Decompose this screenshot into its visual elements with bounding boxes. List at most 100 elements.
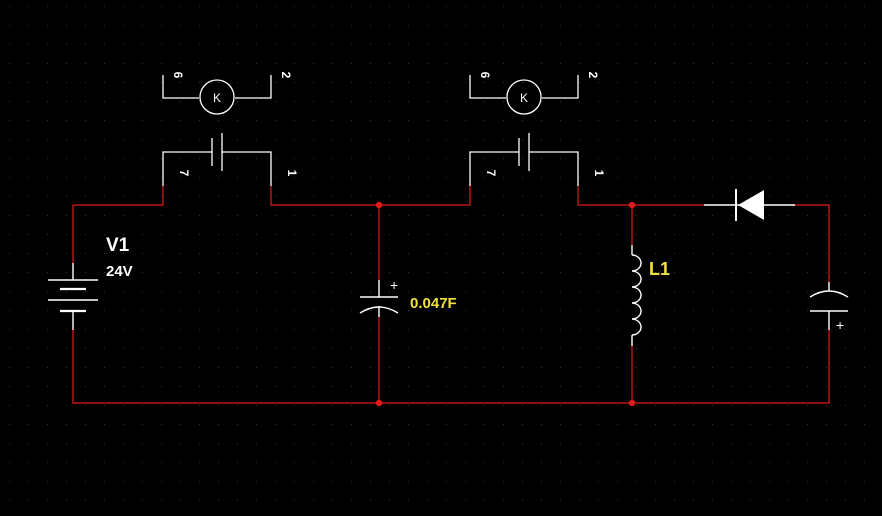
diode[interactable] xyxy=(704,189,795,221)
grid-dot xyxy=(826,405,827,406)
grid-dot xyxy=(617,101,618,102)
grid-dot xyxy=(427,177,428,178)
grid-dot xyxy=(85,462,86,463)
grid-dot xyxy=(123,386,124,387)
grid-dot xyxy=(47,386,48,387)
grid-dot xyxy=(66,500,67,501)
grid-dot xyxy=(142,44,143,45)
grid-dot xyxy=(845,139,846,140)
grid-dot xyxy=(712,253,713,254)
grid-dot xyxy=(28,443,29,444)
grid-dot xyxy=(864,215,865,216)
grid-dot xyxy=(598,63,599,64)
grid-dot xyxy=(636,82,637,83)
grid-dot xyxy=(693,291,694,292)
grid-dot xyxy=(845,44,846,45)
grid-dot xyxy=(503,462,504,463)
grid-dot xyxy=(332,253,333,254)
grid-dot xyxy=(161,500,162,501)
grid-dot xyxy=(826,215,827,216)
grid-dot xyxy=(408,177,409,178)
grid-dot xyxy=(370,500,371,501)
battery-v1[interactable] xyxy=(48,263,98,330)
grid-dot xyxy=(218,500,219,501)
grid-dot xyxy=(560,253,561,254)
grid-dot xyxy=(427,101,428,102)
grid-dot xyxy=(541,424,542,425)
grid-dot xyxy=(446,215,447,216)
grid-dot xyxy=(332,63,333,64)
grid-dot xyxy=(465,386,466,387)
grid-dot xyxy=(788,291,789,292)
grid-dot xyxy=(161,120,162,121)
grid-dot xyxy=(66,329,67,330)
grid-dot xyxy=(465,329,466,330)
grid-dot xyxy=(47,253,48,254)
grid-dot xyxy=(807,500,808,501)
grid-dot xyxy=(218,405,219,406)
capacitor-main[interactable] xyxy=(359,280,399,317)
grid-dot xyxy=(66,6,67,7)
grid-dot xyxy=(161,310,162,311)
grid-dot xyxy=(85,424,86,425)
grid-dot xyxy=(864,120,865,121)
grid-dot xyxy=(731,158,732,159)
grid-dot xyxy=(541,177,542,178)
grid-dot xyxy=(674,329,675,330)
grid-dot xyxy=(256,82,257,83)
grid-dot xyxy=(161,177,162,178)
grid-dot xyxy=(389,120,390,121)
grid-dot xyxy=(560,443,561,444)
grid-dot xyxy=(104,253,105,254)
relay-2[interactable]: K 6 2 7 1 xyxy=(469,72,606,186)
grid-dot xyxy=(693,234,694,235)
grid-dot xyxy=(484,25,485,26)
capacitor-polarity-label: + xyxy=(390,277,398,293)
grid-dot xyxy=(617,443,618,444)
grid-dot xyxy=(332,329,333,330)
grid-dot xyxy=(427,158,428,159)
grid-dot xyxy=(446,63,447,64)
grid-dot xyxy=(522,481,523,482)
grid-dot xyxy=(845,234,846,235)
grid-dot xyxy=(579,500,580,501)
grid-dot xyxy=(617,158,618,159)
grid-dot xyxy=(769,462,770,463)
grid-dot xyxy=(541,63,542,64)
grid-dot xyxy=(123,120,124,121)
grid-dot xyxy=(560,367,561,368)
relay-1[interactable]: K 6 2 7 1 xyxy=(162,72,299,186)
grid-dot xyxy=(617,500,618,501)
grid-dot xyxy=(617,462,618,463)
grid-dot xyxy=(123,158,124,159)
grid-dot xyxy=(180,424,181,425)
grid-dot xyxy=(256,139,257,140)
grid-dot xyxy=(693,158,694,159)
grid-dot xyxy=(693,25,694,26)
grid-dot xyxy=(864,44,865,45)
grid-dot xyxy=(85,139,86,140)
grid-dot xyxy=(47,196,48,197)
grid-dot xyxy=(85,177,86,178)
grid-dot xyxy=(864,272,865,273)
grid-dot xyxy=(47,272,48,273)
grid-dot xyxy=(674,405,675,406)
grid-dot xyxy=(712,177,713,178)
grid-dot xyxy=(256,120,257,121)
grid-dot xyxy=(636,101,637,102)
grid-dot xyxy=(807,177,808,178)
grid-dot xyxy=(142,101,143,102)
grid-dot xyxy=(47,82,48,83)
grid-dot xyxy=(47,424,48,425)
grid-dot xyxy=(446,101,447,102)
grid-dot xyxy=(826,63,827,64)
grid-dot xyxy=(237,25,238,26)
grid-dot xyxy=(28,63,29,64)
relay-pin-label: 1 xyxy=(592,170,606,177)
relay-pin-label: 6 xyxy=(171,72,185,79)
capacitor-right[interactable] xyxy=(809,282,849,330)
inductor-l1[interactable] xyxy=(631,245,642,346)
grid-dot xyxy=(332,44,333,45)
grid-dot xyxy=(503,101,504,102)
